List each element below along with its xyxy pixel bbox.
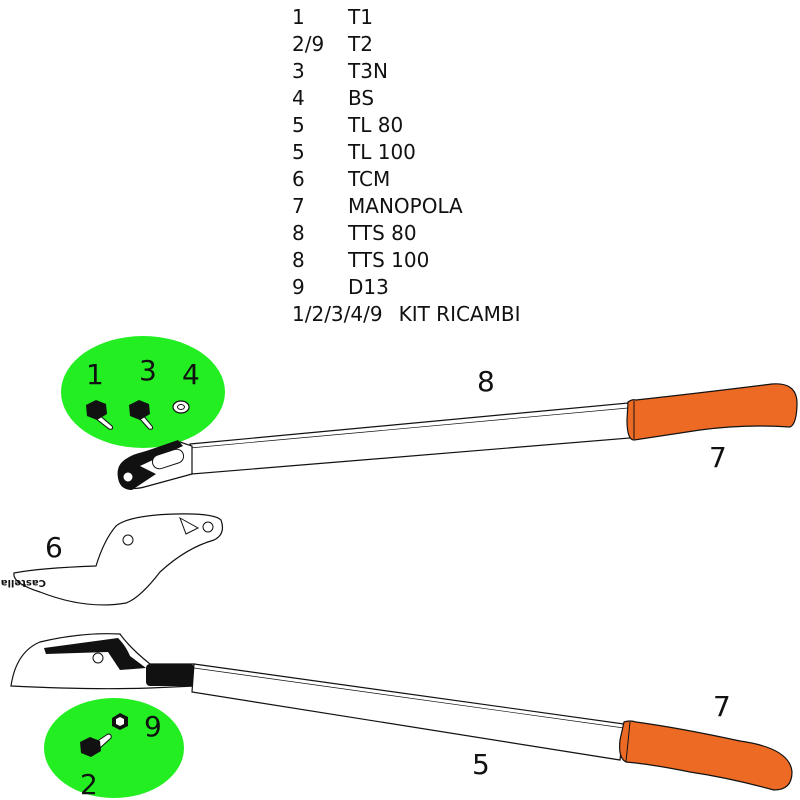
parts-list-row: 9 D13 [292,274,520,301]
bolt-t1-icon [86,400,114,430]
part-code: TCM [348,167,391,191]
part-code: D13 [348,275,389,299]
parts-list-row: 6 TCM [292,166,520,193]
callout-5: 5 [472,748,490,781]
parts-list-row: 5 TL 100 [292,139,520,166]
callout-4: 4 [182,358,200,391]
part-code: T3N [348,59,388,83]
callout-9: 9 [144,710,162,743]
hardware-highlight-bottom [44,698,184,798]
part-number: 4 [292,86,305,110]
lower-arm-tube [191,663,625,761]
callout-2: 2 [80,768,98,800]
kit-row: 1/2/3/4/9 KIT RICAMBI [292,301,520,328]
part-code: TL 100 [348,140,416,164]
parts-list-row: 7 MANOPOLA [292,193,520,220]
part-code: T1 [348,5,373,29]
part-number: 5 [292,113,305,137]
part-number: 1 [292,5,305,29]
part-number: 7 [292,194,305,218]
nut-d13-icon [112,713,128,730]
part-code: TL 80 [348,113,404,137]
callout-1: 1 [86,358,104,391]
parts-list-row: 3 T3N [292,58,520,85]
parts-list-row: 4 BS [292,85,520,112]
kit-code: KIT RICAMBI [398,302,521,326]
parts-list: 1 T1 2/9 T2 3 T3N 4 BS 5 TL 80 5 TL 100 6 TCM 7… [292,4,520,328]
parts-list-row: 1 T1 [292,4,520,31]
part-number: 5 [292,140,305,164]
parts-list-row: 5 TL 80 [292,112,520,139]
part-number: 3 [292,59,305,83]
blade-tcm: Castellari [0,513,224,606]
callout-7-top: 7 [709,441,727,474]
part-code: T2 [348,32,373,56]
blade-brand-label: Castellari [0,577,46,588]
lower-grip-manopola [619,720,793,791]
bushing-bs-icon [172,400,190,414]
parts-list-row: 2/9 T2 [292,31,520,58]
hardware-highlight-top [61,336,225,448]
upper-arm-tube [185,402,631,475]
callout-6: 6 [45,531,63,564]
callout-8: 8 [477,365,495,398]
part-number: 6 [292,167,305,191]
part-number: 9 [292,275,305,299]
part-code: TTS 80 [348,221,417,245]
part-number: 8 [292,221,305,245]
part-code: BS [348,86,375,110]
upper-grip-manopola [626,383,798,441]
part-number: 2/9 [292,32,325,56]
part-code: TTS 100 [348,248,430,272]
lower-arm-head [10,633,195,690]
bolt-t2-icon [80,733,112,757]
kit-number: 1/2/3/4/9 [292,302,383,326]
parts-list-row: 8 TTS 80 [292,220,520,247]
parts-list-row: 8 TTS 100 [292,247,520,274]
part-number: 8 [292,248,305,272]
upper-arm-head [117,440,193,490]
part-code: MANOPOLA [348,194,463,218]
callout-7-bottom: 7 [713,690,731,723]
callout-3: 3 [139,354,157,387]
bolt-t3n-icon [129,400,154,430]
